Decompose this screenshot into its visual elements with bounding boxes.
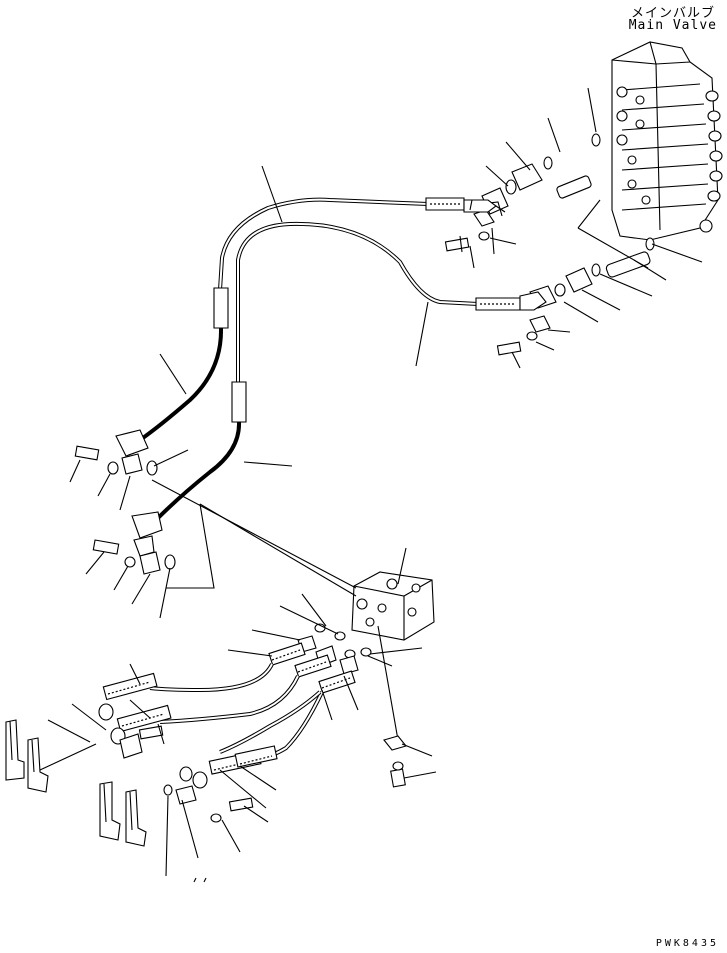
left-lower-bolt-set (93, 540, 175, 574)
left-upper-bolt-set (75, 446, 157, 475)
drawing-code: PWK8435 (655, 938, 719, 949)
block-mount-bolt (378, 626, 406, 787)
left-wrapped-hoses (116, 288, 246, 556)
lower-fitting-chain (497, 238, 654, 355)
valve-spool-caps (700, 91, 722, 232)
ppc-valve-stands (6, 720, 146, 846)
leader-lines (40, 88, 702, 882)
assembly-guide-lines (152, 200, 648, 596)
main-valve-label-en: Main Valve (628, 18, 717, 33)
distribution-block (352, 572, 434, 640)
valve-ports (617, 87, 650, 204)
lower-left-hose-assemblies (99, 673, 277, 822)
pipe-lower (238, 224, 546, 384)
block-hoses (150, 643, 355, 760)
pipe-upper (220, 198, 505, 290)
upper-fitting-chain (445, 134, 600, 252)
main-valve-label-jp: メインバルブ (630, 6, 715, 21)
main-valve (612, 42, 722, 240)
